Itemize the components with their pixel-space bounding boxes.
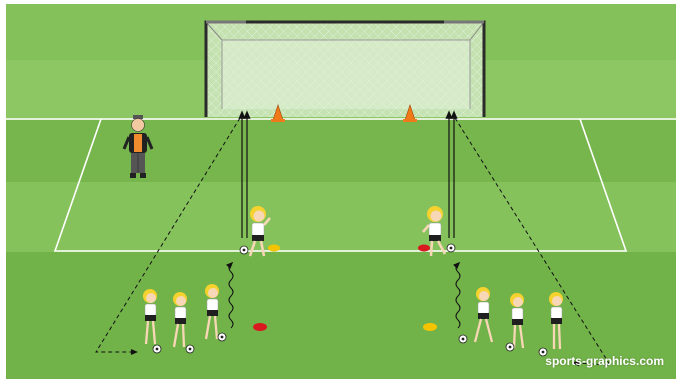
soccer-ball-icon (185, 344, 195, 354)
player-icon (172, 292, 187, 348)
coach-icon (122, 115, 154, 178)
soccer-ball-icon (239, 245, 249, 255)
shot-arrows (238, 110, 458, 238)
dribble-paths (226, 261, 461, 329)
run-paths (95, 117, 611, 367)
cone-icon (403, 104, 417, 122)
player-icon (422, 206, 447, 257)
cone-icon (271, 104, 285, 122)
player-icon (510, 293, 525, 349)
pitch-lines (6, 118, 676, 252)
soccer-ball-icon (217, 332, 227, 342)
soccer-ball-icon (446, 243, 456, 253)
player-icon (473, 287, 494, 343)
player-icon (143, 289, 157, 345)
goal-net-icon (204, 20, 486, 117)
soccer-ball-icon (152, 344, 162, 354)
flat-marker-icon (253, 244, 437, 331)
watermark: sports-graphics.com (545, 354, 664, 368)
player-icon (248, 206, 271, 257)
penalty-box (53, 118, 628, 252)
player-icon (549, 292, 563, 350)
player-icon (204, 284, 219, 340)
soccer-ball-icon (505, 342, 515, 352)
soccer-ball-icon (458, 334, 468, 344)
